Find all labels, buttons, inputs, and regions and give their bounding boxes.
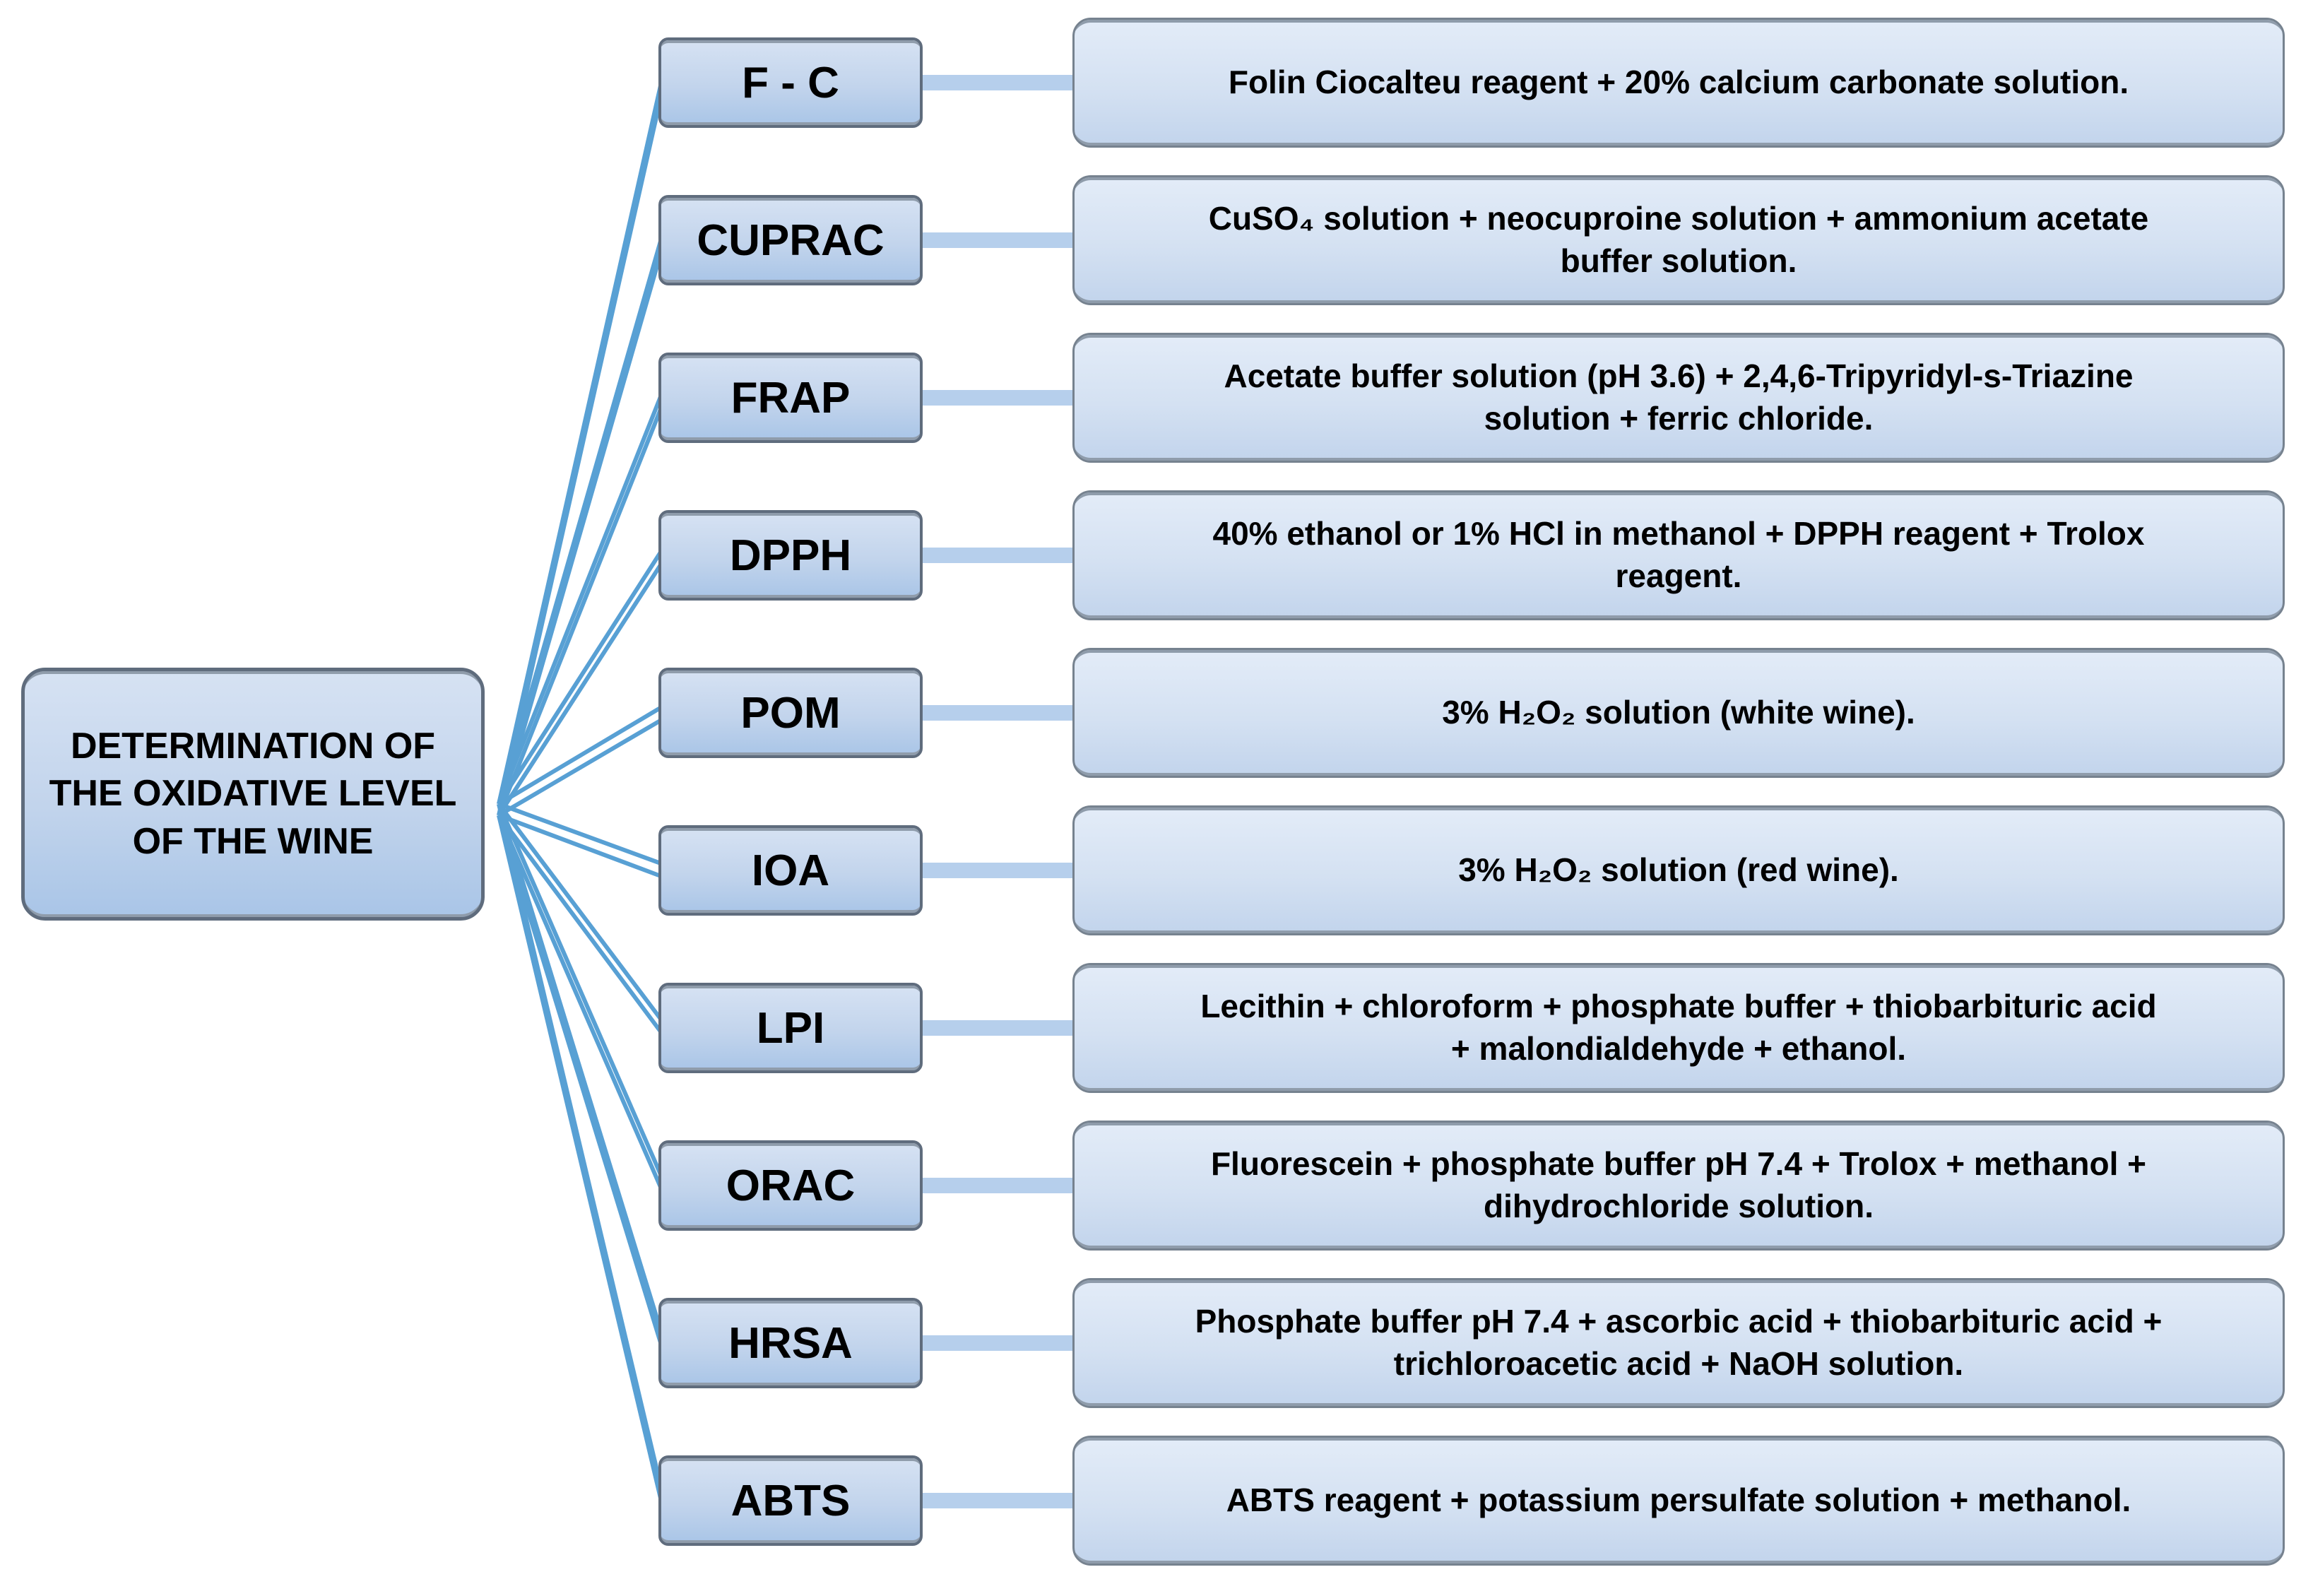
reagent-text: 3% H₂O₂ solution (white wine). (1442, 694, 1915, 731)
method-abbreviation-label: ORAC (726, 1161, 856, 1210)
method-node: FRAP (658, 353, 923, 443)
horizontal-connector-line (918, 1493, 1075, 1508)
method-node: DPPH (658, 510, 923, 601)
root-node: DETERMINATION OF THE OXIDATIVE LEVEL OF … (21, 668, 485, 921)
reagent-node: Folin Ciocalteu reagent + 20% calcium ca… (1072, 18, 2285, 148)
reagent-text: Phosphate buffer pH 7.4 + ascorbic acid … (1195, 1303, 2163, 1382)
radial-line (497, 803, 665, 1023)
reagent-text: 40% ethanol or 1% HCl in methanol + DPPH… (1212, 515, 2145, 594)
method-abbreviation-label: F - C (742, 58, 839, 107)
reagent-node: ABTS reagent + potassium persulfate solu… (1072, 1436, 2285, 1566)
radial-line (497, 813, 664, 879)
method-abbreviation-label: POM (740, 688, 841, 738)
radial-line (497, 403, 665, 817)
method-node: CUPRAC (658, 195, 923, 285)
reagent-text: CuSO₄ solution + neocuproine solution + … (1208, 200, 2149, 279)
radial-line (497, 802, 664, 866)
radial-line (497, 88, 665, 816)
reagent-text: Acetate buffer solution (pH 3.6) + 2,4,6… (1224, 357, 2134, 437)
radial-line (497, 803, 665, 1181)
radial-line (497, 717, 664, 817)
reagent-text: Lecithin + chloroform + phosphate buffer… (1200, 988, 2157, 1067)
reagent-node: Fluorescein + phosphate buffer pH 7.4 + … (1072, 1121, 2285, 1251)
method-node: POM (658, 668, 923, 758)
horizontal-connector-line (918, 1178, 1075, 1193)
reagent-text: ABTS reagent + potassium persulfate solu… (1226, 1482, 2131, 1519)
radial-line (497, 548, 665, 805)
horizontal-connector-line (918, 1335, 1075, 1351)
radial-line (497, 815, 665, 1508)
method-node: F - C (658, 37, 923, 128)
radial-line (497, 803, 665, 1495)
method-node: ABTS (658, 1455, 923, 1546)
reagent-node: Acetate buffer solution (pH 3.6) + 2,4,6… (1072, 333, 2285, 463)
root-node-label: DETERMINATION OF THE OXIDATIVE LEVEL OF … (49, 725, 457, 862)
method-abbreviation-label: CUPRAC (697, 215, 885, 265)
method-node: HRSA (658, 1298, 923, 1388)
horizontal-connector-line (918, 548, 1075, 563)
reagent-node: 3% H₂O₂ solution (red wine). (1072, 805, 2285, 935)
method-abbreviation-label: DPPH (729, 531, 852, 580)
reagent-text: 3% H₂O₂ solution (red wine). (1458, 851, 1899, 889)
method-abbreviation-label: LPI (756, 1003, 825, 1053)
radial-line (497, 814, 665, 1193)
radial-line (497, 704, 664, 806)
radial-line (497, 233, 665, 805)
reagent-text: Folin Ciocalteu reagent + 20% calcium ca… (1228, 64, 2129, 101)
method-abbreviation-label: FRAP (730, 373, 851, 422)
reagent-node: CuSO₄ solution + neocuproine solution + … (1072, 175, 2285, 305)
radial-line (497, 246, 665, 816)
radial-line (497, 390, 665, 805)
reagent-node: 3% H₂O₂ solution (white wine). (1072, 648, 2285, 778)
reagent-node: 40% ethanol or 1% HCl in methanol + DPPH… (1072, 490, 2285, 620)
horizontal-connector-line (918, 1020, 1075, 1036)
horizontal-connector-line (918, 390, 1075, 406)
method-node: ORAC (658, 1140, 923, 1231)
reagent-node: Lecithin + chloroform + phosphate buffer… (1072, 963, 2285, 1093)
radial-line (497, 814, 665, 1036)
horizontal-connector-line (918, 863, 1075, 878)
reagent-text: Fluorescein + phosphate buffer pH 7.4 + … (1210, 1145, 2147, 1224)
radial-line (497, 803, 665, 1337)
horizontal-connector-line (918, 705, 1075, 721)
method-abbreviation-label: ABTS (730, 1476, 851, 1525)
method-abbreviation-label: IOA (751, 846, 830, 895)
method-abbreviation-label: HRSA (728, 1318, 853, 1368)
reagent-node: Phosphate buffer pH 7.4 + ascorbic acid … (1072, 1278, 2285, 1408)
horizontal-connector-line (918, 75, 1075, 90)
method-node: IOA (658, 825, 923, 916)
method-node: LPI (658, 983, 923, 1073)
radial-line (497, 815, 665, 1350)
radial-line (497, 560, 665, 817)
horizontal-connector-line (918, 232, 1075, 248)
radial-line (497, 76, 665, 805)
